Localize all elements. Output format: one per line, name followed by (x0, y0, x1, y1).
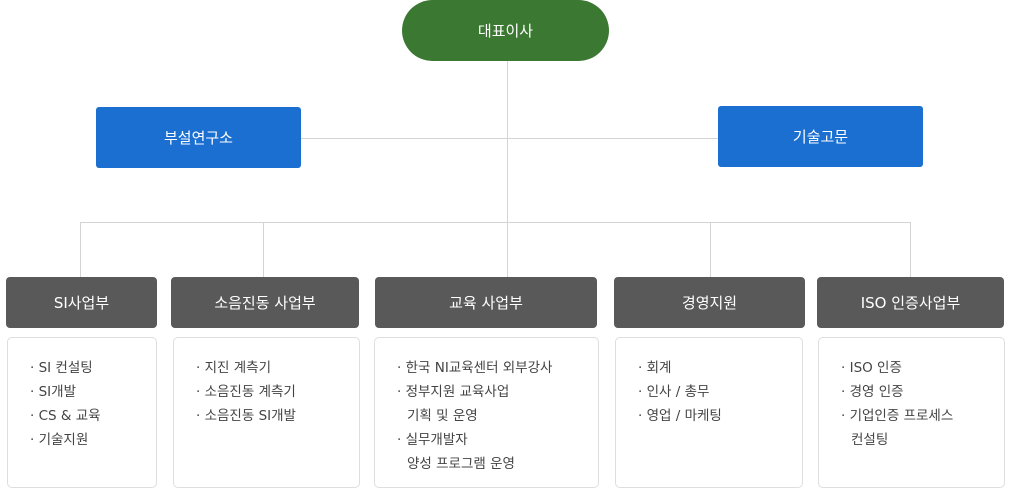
dept-si: SI사업부 (6, 277, 157, 328)
list-item: 지진 계측기 (196, 356, 359, 380)
list-item: SI개발 (30, 380, 156, 404)
dept-noise-vibration-details: 지진 계측기 소음진동 계측기 소음진동 SI개발 (173, 337, 360, 488)
list-item: CS & 교육 (30, 404, 156, 428)
dept-label: ISO 인증사업부 (860, 294, 961, 312)
connector-departments (80, 222, 911, 223)
ceo-node: 대표이사 (402, 0, 609, 61)
dept-label: SI사업부 (53, 294, 110, 312)
list-item: 소음진동 계측기 (196, 380, 359, 404)
research-lab-node: 부설연구소 (96, 107, 301, 168)
list-item: 회계 (638, 356, 802, 380)
dept-education: 교육 사업부 (375, 277, 597, 328)
list-item: 정부지원 교육사업 기획 및 운영 (397, 380, 598, 428)
technical-advisor-label: 기술고문 (792, 128, 849, 146)
research-lab-label: 부설연구소 (163, 129, 233, 147)
list-item: ISO 인증 (841, 356, 1004, 380)
dept-iso: ISO 인증사업부 (817, 277, 1004, 328)
list-item: 실무개발자 양성 프로그램 운영 (397, 428, 598, 476)
dept-label: 소음진동 사업부 (214, 294, 316, 312)
list-item: 소음진동 SI개발 (196, 404, 359, 428)
list-item: 경영 인증 (841, 380, 1004, 404)
connector-dept-4 (710, 222, 711, 277)
list-item: 인사 / 총무 (638, 380, 802, 404)
connector-dept-5 (910, 222, 911, 277)
dept-management: 경영지원 (614, 277, 805, 328)
list-item: 기술지원 (30, 428, 156, 452)
connector-trunk (507, 61, 508, 277)
dept-management-details: 회계 인사 / 총무 영업 / 마케팅 (615, 337, 803, 488)
dept-si-details: SI 컨설팅 SI개발 CS & 교육 기술지원 (7, 337, 157, 488)
ceo-label: 대표이사 (477, 22, 534, 40)
list-item: 기업인증 프로세스 컨설팅 (841, 404, 1004, 452)
connector-dept-2 (263, 222, 264, 277)
list-item: 영업 / 마케팅 (638, 404, 802, 428)
dept-education-details: 한국 NI교육센터 외부강사 정부지원 교육사업 기획 및 운영 실무개발자 양… (374, 337, 599, 488)
dept-label: 교육 사업부 (449, 294, 523, 312)
dept-label: 경영지원 (681, 294, 738, 312)
list-item: 한국 NI교육센터 외부강사 (397, 356, 598, 380)
dept-noise-vibration: 소음진동 사업부 (171, 277, 359, 328)
connector-dept-1 (80, 222, 81, 277)
connector-side (301, 138, 718, 139)
dept-iso-details: ISO 인증 경영 인증 기업인증 프로세스 컨설팅 (818, 337, 1005, 488)
technical-advisor-node: 기술고문 (718, 106, 923, 167)
list-item: SI 컨설팅 (30, 356, 156, 380)
